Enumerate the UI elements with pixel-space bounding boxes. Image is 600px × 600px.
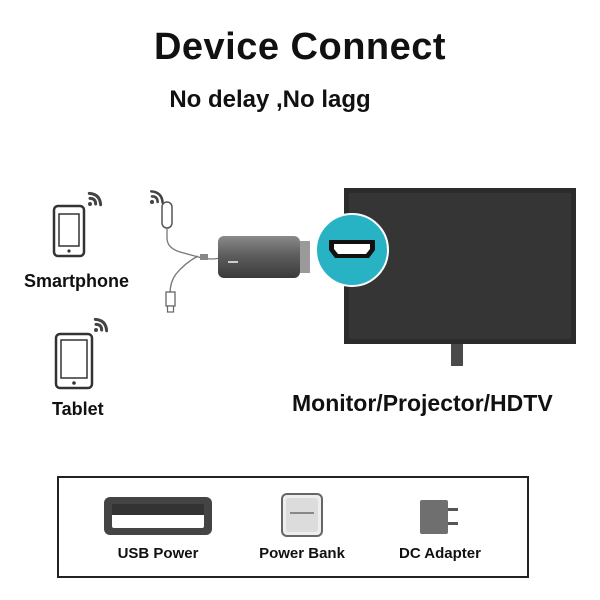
- usb-power-label: USB Power: [117, 545, 199, 562]
- dc-adapter-icon: [420, 500, 458, 534]
- power-options-box: [57, 476, 529, 578]
- smartphone-icon: [52, 191, 103, 258]
- antenna-cable-icon: [150, 190, 221, 313]
- dc-adapter-label: DC Adapter: [399, 545, 481, 562]
- page-subtitle: No delay ,No lagg: [169, 86, 371, 113]
- page-title: Device Connect: [153, 26, 447, 68]
- usb-port-icon: [104, 497, 212, 535]
- wireless-dongle-icon: [218, 236, 310, 278]
- power-bank-icon: [281, 493, 323, 537]
- wifi-icon: [93, 317, 109, 333]
- tablet-icon: [54, 317, 109, 390]
- display-label: Monitor/Projector/HDTV: [292, 390, 553, 416]
- tablet-label: Tablet: [52, 399, 104, 419]
- power-bank-label: Power Bank: [259, 545, 345, 562]
- wifi-icon: [87, 191, 103, 207]
- wifi-icon: [150, 190, 164, 204]
- smartphone-label: Smartphone: [24, 271, 130, 291]
- hdmi-badge-overlay: [315, 213, 389, 287]
